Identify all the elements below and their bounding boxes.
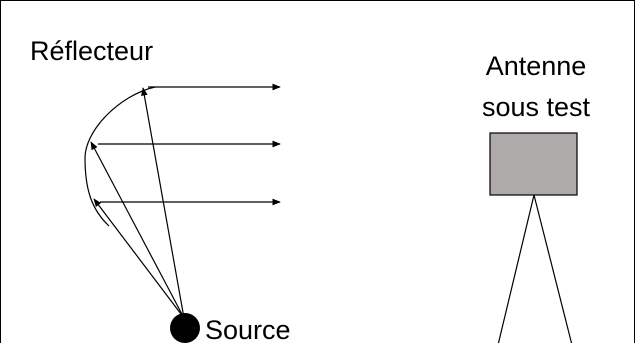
- antenna-support-right: [533, 194, 573, 343]
- ray-source-to-reflector-bottom: [93, 198, 185, 319]
- ray-source-to-reflector-top: [141, 87, 185, 319]
- reflector-label: Réflecteur: [30, 36, 154, 66]
- antenna-label-line1: Antenne: [485, 51, 587, 81]
- ray-source-to-reflector-middle: [90, 141, 185, 319]
- source-dot: [170, 313, 200, 343]
- reflector-curve: [84, 86, 156, 227]
- source-label: Source: [205, 315, 291, 345]
- antenna-label-line2: sous test: [481, 92, 591, 122]
- antenna-box: [489, 132, 578, 196]
- antenna-support-left: [497, 194, 535, 343]
